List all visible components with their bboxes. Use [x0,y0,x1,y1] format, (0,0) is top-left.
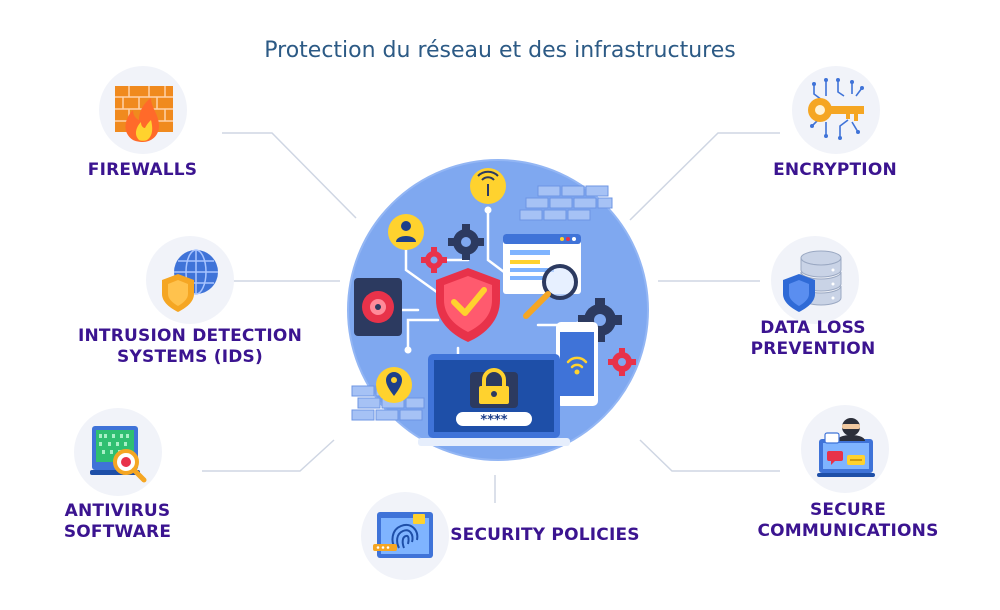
firewall-icon [99,66,187,154]
label-encryption: ENCRYPTION [773,160,897,180]
key-circuit-icon [792,66,880,154]
connector-comms [639,439,780,472]
connector-encryption [629,132,780,221]
label-dlp: DATA LOSS PREVENTION [738,318,888,360]
label-policies: SECURITY POLICIES [450,525,640,545]
label-antivirus: ANTIVIRUS SOFTWARE [40,501,195,543]
label-ids-line-2: SYSTEMS (IDS) [117,347,263,367]
connector-antivirus [202,439,335,472]
page-title: Protection du réseau et des infrastructu… [264,38,736,63]
antivirus-scan-icon [74,408,162,496]
label-ids-line-1: INTRUSION DETECTION [77,326,303,346]
label-firewalls: FIREWALLS [87,160,198,180]
label-dlp-line-1: DATA LOSS [760,318,866,338]
label-antivirus-line-2: SOFTWARE [63,522,172,542]
label-comms: SECURE COMMUNICATIONS [748,500,948,542]
label-ids: INTRUSION DETECTION SYSTEMS (IDS) [70,326,310,368]
database-shield-icon [771,236,859,324]
label-comms-line-2: COMMUNICATIONS [757,521,939,541]
network-security-hub-icon: **** [347,159,649,461]
password-mask: **** [480,413,507,428]
label-dlp-line-2: PREVENTION [750,339,876,359]
globe-shield-icon [146,236,234,324]
label-antivirus-line-1: ANTIVIRUS [64,501,171,521]
hacker-chat-icon [801,405,889,493]
connector-firewalls [222,132,357,219]
label-comms-line-1: SECURE [809,500,887,520]
fingerprint-icon [361,492,449,580]
